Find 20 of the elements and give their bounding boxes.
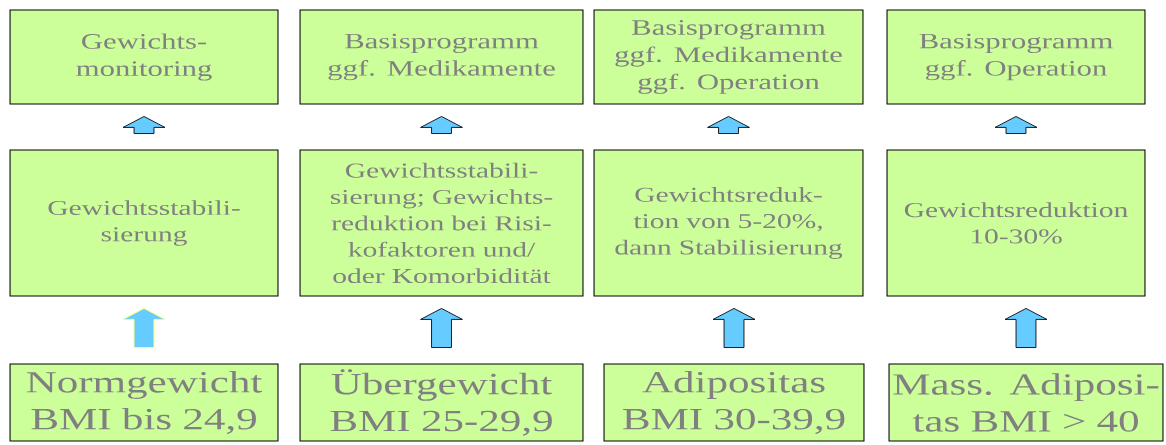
block-arrow (712, 308, 756, 348)
middle-box: Gewichtsstabili- sierung; Gewichts- reduktion bei Risi- kofaktoren und/ oder Komorbidität (299, 149, 584, 297)
top-box: Basisprogramm ggf. Medikamente (299, 9, 584, 105)
block-arrow (1004, 308, 1048, 348)
block-arrow (994, 116, 1038, 134)
top-box: Basisprogramm ggf. Operation (886, 9, 1146, 105)
block-arrow (420, 116, 463, 134)
bmi-box: Normgewicht BMI bis 24,9 (9, 363, 279, 442)
top-box: Gewichts- monitoring (9, 9, 279, 105)
middle-box: Gewichtsstabili- sierung (9, 149, 279, 297)
middle-box: Gewichtsreduktion 10-30% (886, 149, 1146, 297)
middle-box: Gewichtsreduk- tion von 5-20%, dann Stabilisierung (593, 149, 864, 297)
block-arrow (122, 308, 166, 348)
bmi-box: Mass. Adiposi- tas BMI > 40 (888, 363, 1164, 442)
top-box: Basisprogramm ggf. Medikamente ggf. Operation (593, 9, 864, 105)
block-arrow (707, 116, 750, 134)
block-arrow (122, 116, 166, 134)
bmi-box: Übergewicht BMI 25-29,9 (299, 363, 584, 442)
block-arrow (420, 308, 463, 348)
bmi-box: Adipositas BMI 30-39,9 (603, 363, 865, 442)
